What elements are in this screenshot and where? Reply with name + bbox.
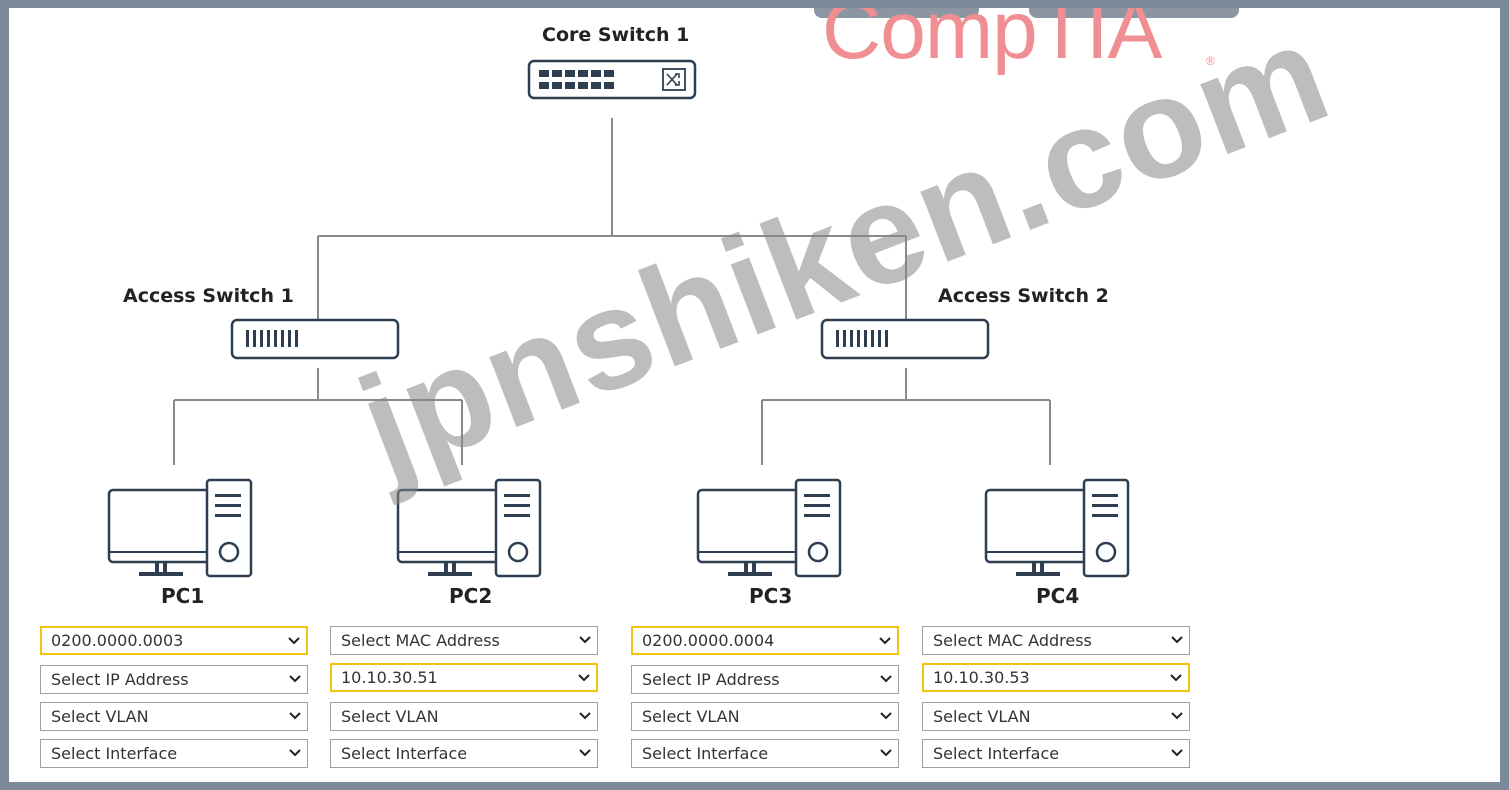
pc1-mac-value: 0200.0000.0003 — [51, 631, 184, 650]
access-switch-1-label: Access Switch 1 — [123, 285, 294, 307]
pc1-icon[interactable] — [107, 478, 253, 578]
pc2-mac-select[interactable]: Select MAC Address — [330, 626, 598, 655]
top-tab-right[interactable] — [1029, 8, 1239, 18]
pc3-mac-select[interactable]: 0200.0000.0004 — [631, 626, 899, 655]
chevron-down-icon — [880, 675, 892, 683]
access-switch-1-icon[interactable] — [230, 318, 400, 360]
pc4-mac-select[interactable]: Select MAC Address — [922, 626, 1190, 655]
pc4-interface-value: Select Interface — [933, 744, 1060, 763]
core-switch-icon[interactable] — [527, 59, 697, 100]
pc3-vlan-value: Select VLAN — [642, 707, 740, 726]
pc3-ip-value: Select IP Address — [642, 670, 780, 689]
pc4-mac-value: Select MAC Address — [933, 631, 1092, 650]
pc1-label: PC1 — [161, 584, 205, 608]
chevron-down-icon — [289, 675, 301, 683]
chevron-down-icon — [579, 749, 591, 757]
chevron-down-icon — [579, 636, 591, 644]
pc4-ip-select[interactable]: 10.10.30.53 — [922, 663, 1190, 692]
pc1-mac-select[interactable]: 0200.0000.0003 — [40, 626, 308, 655]
chevron-down-icon — [578, 674, 590, 682]
pc3-interface-select[interactable]: Select Interface — [631, 739, 899, 768]
chevron-down-icon — [1171, 636, 1183, 644]
registered-mark: ® — [1206, 54, 1215, 68]
pc2-icon[interactable] — [396, 478, 542, 578]
comptia-logo: CompTIA — [822, 8, 1162, 76]
pc4-icon[interactable] — [984, 478, 1130, 578]
pc4-ip-value: 10.10.30.53 — [933, 668, 1030, 687]
chevron-down-icon — [1170, 674, 1182, 682]
pc4-interface-select[interactable]: Select Interface — [922, 739, 1190, 768]
pc3-vlan-select[interactable]: Select VLAN — [631, 702, 899, 731]
pc4-vlan-value: Select VLAN — [933, 707, 1031, 726]
access-switch-2-label: Access Switch 2 — [938, 285, 1109, 307]
pc3-interface-value: Select Interface — [642, 744, 769, 763]
pc1-interface-select[interactable]: Select Interface — [40, 739, 308, 768]
pc4-label: PC4 — [1036, 584, 1080, 608]
pc1-ip-select[interactable]: Select IP Address — [40, 665, 308, 694]
chevron-down-icon — [879, 637, 891, 645]
network-diagram — [107, 59, 1130, 578]
top-tab-left[interactable] — [814, 8, 979, 18]
pc1-interface-value: Select Interface — [51, 744, 178, 763]
core-switch-label: Core Switch 1 — [542, 24, 690, 46]
chevron-down-icon — [1171, 712, 1183, 720]
chevron-down-icon — [880, 712, 892, 720]
connection-lines — [173, 118, 1051, 465]
pc3-label: PC3 — [749, 584, 793, 608]
pc1-vlan-value: Select VLAN — [51, 707, 149, 726]
pc1-ip-value: Select IP Address — [51, 670, 189, 689]
pc1-vlan-select[interactable]: Select VLAN — [40, 702, 308, 731]
pc3-mac-value: 0200.0000.0004 — [642, 631, 775, 650]
pc2-ip-select[interactable]: 10.10.30.51 — [330, 663, 598, 692]
chevron-down-icon — [880, 749, 892, 757]
pc2-interface-value: Select Interface — [341, 744, 468, 763]
pc3-icon[interactable] — [696, 478, 842, 578]
pc2-vlan-value: Select VLAN — [341, 707, 439, 726]
pc3-ip-select[interactable]: Select IP Address — [631, 665, 899, 694]
topology-canvas: CompTIA ® — [9, 8, 1500, 782]
pc2-mac-value: Select MAC Address — [341, 631, 500, 650]
chevron-down-icon — [289, 749, 301, 757]
pc2-label: PC2 — [449, 584, 493, 608]
chevron-down-icon — [288, 637, 300, 645]
chevron-down-icon — [289, 712, 301, 720]
pc4-vlan-select[interactable]: Select VLAN — [922, 702, 1190, 731]
pc2-vlan-select[interactable]: Select VLAN — [330, 702, 598, 731]
pc2-ip-value: 10.10.30.51 — [341, 668, 438, 687]
pc2-interface-select[interactable]: Select Interface — [330, 739, 598, 768]
access-switch-2-icon[interactable] — [820, 318, 990, 360]
chevron-down-icon — [579, 712, 591, 720]
chevron-down-icon — [1171, 749, 1183, 757]
